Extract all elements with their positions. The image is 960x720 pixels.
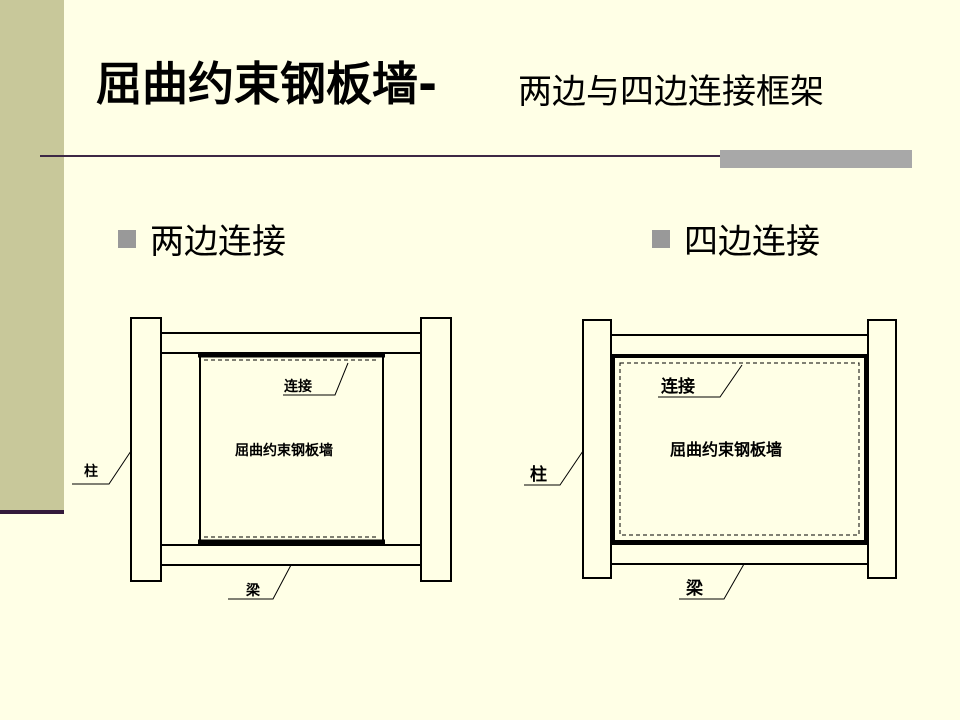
bullet-two-side: 两边连接: [118, 214, 286, 263]
bullet-text: 四边连接: [684, 222, 820, 262]
label-connection: 连接: [661, 376, 695, 397]
label-connection: 连接: [284, 378, 312, 395]
left-column: [130, 317, 162, 582]
right-column: [420, 317, 452, 582]
slide-title-sub: 两边与四边连接框架: [518, 72, 824, 112]
leader-connection: [283, 362, 349, 396]
slide-title-main: 屈曲约束钢板墙-: [96, 57, 438, 111]
leader-beam: [679, 563, 745, 600]
diagram-four-side: [524, 319, 897, 600]
leader-column: [524, 450, 584, 486]
title-accent-bar: [720, 150, 912, 168]
bullet-square-icon: [118, 229, 136, 248]
bottom-beam: [160, 544, 422, 566]
label-wall: 屈曲约束钢板墙: [235, 442, 333, 459]
top-beam: [610, 334, 869, 356]
bullet-text: 两边连接: [150, 222, 286, 262]
label-wall: 屈曲约束钢板墙: [670, 440, 782, 459]
bottom-beam: [610, 543, 869, 565]
leader-beam: [228, 564, 292, 600]
leader-column: [72, 450, 132, 485]
left-band-underline: [0, 510, 64, 514]
left-column: [582, 319, 612, 579]
top-beam: [160, 332, 422, 354]
panel-connection-border: [611, 354, 868, 544]
diagram-two-side: [72, 317, 452, 600]
bullet-square-icon: [652, 229, 670, 248]
title-underline: [40, 155, 912, 157]
right-column: [867, 319, 897, 579]
left-decorative-band: [0, 0, 64, 512]
bullet-four-side: 四边连接: [652, 214, 820, 263]
label-beam: 梁: [685, 578, 704, 599]
leader-connection: [658, 364, 743, 398]
panel-dashed-border: [619, 362, 860, 536]
label-column: 柱: [84, 463, 98, 480]
label-column: 柱: [530, 464, 547, 485]
label-beam: 梁: [245, 582, 261, 599]
